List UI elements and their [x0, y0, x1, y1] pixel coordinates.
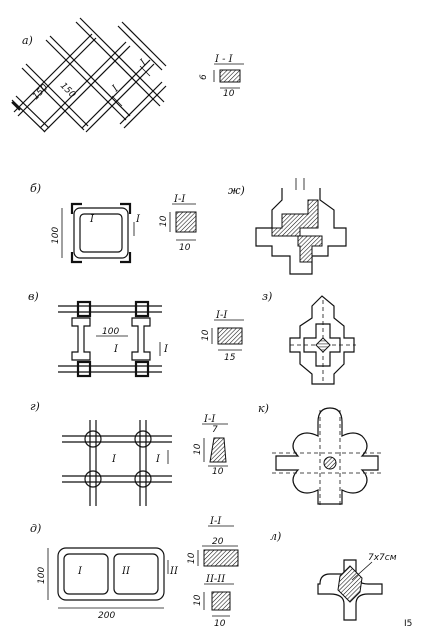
- section-a-width: 10: [223, 89, 235, 99]
- section-d1-title: I-I: [209, 516, 222, 527]
- panel-k: к): [258, 402, 384, 506]
- panel-g-label: г): [30, 400, 40, 413]
- section-v-title: I-I: [215, 310, 228, 321]
- page-number: I5: [404, 619, 412, 629]
- panel-v: в) 100 I I I-I 10 15: [28, 290, 244, 378]
- section-g-title: I-I: [203, 414, 216, 425]
- cut-mark-a-1: I: [110, 83, 122, 95]
- section-v-hatch: [217, 327, 243, 345]
- cut-mark-b-1: I: [89, 214, 95, 225]
- double-cell-drawing: [47, 547, 169, 609]
- frame-dimension: 100: [51, 227, 61, 244]
- section-d2-width: 10: [214, 619, 226, 629]
- section-g: I-I 7 10 10: [193, 414, 228, 477]
- cut-mark-d-2: II: [121, 566, 131, 577]
- cut-mark-g-2: I: [155, 454, 161, 465]
- block-height-dimension: 100: [37, 567, 47, 584]
- cut-mark-d-3: II: [169, 566, 179, 577]
- section-d2: II-II 10 10: [193, 574, 234, 629]
- cut-mark-b-2: I: [135, 214, 141, 225]
- section-d2-hatch: [211, 591, 231, 611]
- cut-mark-d-1: I: [77, 566, 83, 577]
- cross-joint-drawing-zh: [255, 178, 347, 275]
- section-d1-hatch: [203, 549, 239, 567]
- section-a-hatch: [219, 69, 241, 83]
- cut-mark-g-1: I: [111, 454, 117, 465]
- cut-mark-v-1: I: [113, 344, 119, 355]
- section-b-height: 10: [159, 215, 169, 227]
- panel-b: б) 100 I I I-I 10 10: [30, 182, 197, 264]
- section-a-height: 6: [199, 74, 209, 80]
- section-v: I-I 10 15: [201, 310, 244, 363]
- section-g-top: 7: [212, 425, 218, 435]
- section-b-title: I-I: [173, 194, 186, 205]
- section-g-hatch: [209, 437, 227, 463]
- section-d1-height: 10: [187, 552, 197, 564]
- section-a-title: I - I: [214, 54, 234, 65]
- joint-size-note: 7x7см: [368, 553, 397, 563]
- mesh-dimension-2: 150: [58, 81, 77, 100]
- panel-l: л) 7x7см: [270, 530, 397, 621]
- diagonal-cross-drawing: [317, 559, 383, 621]
- quatrefoil-joint-drawing: [272, 407, 384, 506]
- panel-zh: ж): [228, 178, 347, 275]
- section-v-width: 15: [224, 353, 236, 363]
- panel-z-label: з): [262, 290, 272, 303]
- block-width-dimension: 200: [98, 611, 115, 621]
- section-b-hatch: [175, 211, 197, 233]
- section-d2-title: II-II: [205, 574, 226, 585]
- section-d1: I-I 20 10: [187, 516, 239, 567]
- panel-v-label: в): [28, 290, 39, 303]
- cross-joint-drawing-z: [289, 295, 356, 385]
- cut-mark-v-2: I: [163, 344, 169, 355]
- section-b: I-I 10 10: [159, 194, 197, 253]
- ibeam-dimension: 100: [102, 327, 119, 337]
- section-g-height: 10: [193, 443, 203, 455]
- section-d2-height: 10: [193, 594, 203, 606]
- panel-b-label: б): [30, 182, 41, 195]
- section-a: I - I 6 10: [199, 54, 244, 99]
- square-frame-drawing: [70, 202, 135, 264]
- ibeam-frame-drawing: [58, 300, 162, 378]
- section-v-height: 10: [201, 329, 211, 341]
- panel-a-label: а): [22, 34, 33, 47]
- panel-d: д) 100 200 I II II I-I 20 10 II-II: [30, 516, 239, 629]
- panel-l-label: л): [270, 530, 281, 543]
- panel-a: а) 150 150 I I I - I 6: [11, 17, 244, 133]
- section-d1-width: 20: [212, 537, 224, 547]
- rounded-grid-drawing: [62, 420, 172, 506]
- panel-g: г) I I I-I 7 10 10: [30, 400, 228, 506]
- section-g-width: 10: [212, 467, 224, 477]
- panel-k-label: к): [258, 402, 269, 415]
- section-b-width: 10: [179, 243, 191, 253]
- diamond-mesh-drawing: [11, 17, 167, 133]
- panel-zh-label: ж): [228, 184, 245, 197]
- panel-z: з): [262, 290, 356, 385]
- panel-d-label: д): [30, 522, 41, 535]
